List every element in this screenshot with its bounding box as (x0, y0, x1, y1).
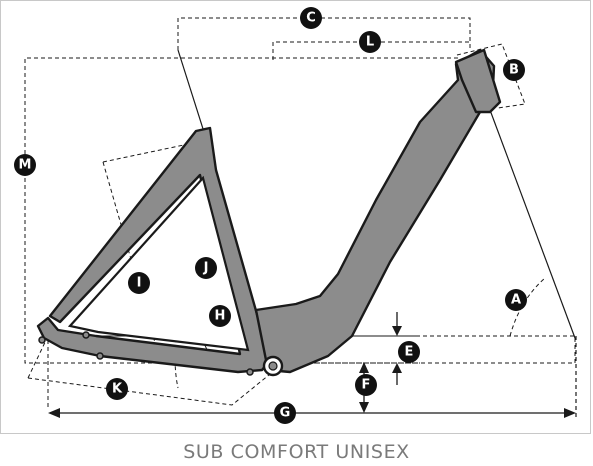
dimension-arrows (48, 312, 577, 420)
guide-i (102, 141, 199, 163)
diagram-border (0, 0, 591, 434)
badge-e-label: E (405, 345, 414, 360)
badge-g-label: G (280, 406, 291, 421)
head-tube (454, 48, 502, 114)
fork-line (489, 109, 576, 339)
badge-i-label: I (137, 276, 142, 291)
bike-frame (36, 48, 502, 377)
badge-h-label: H (215, 309, 226, 324)
rear-axle (38, 336, 46, 344)
badge-l-label: L (366, 35, 374, 50)
down-tube (254, 48, 496, 374)
dropout-bolt-2 (82, 331, 90, 339)
badge-j: J (195, 257, 217, 279)
badge-f-label: F (362, 378, 371, 393)
f-arrow-down (359, 402, 369, 413)
rear-triangle-gap (67, 175, 250, 352)
badge-c-label: C (306, 11, 316, 26)
dropout-bolt (96, 352, 104, 360)
guide-l (272, 41, 471, 60)
badge-i: I (128, 272, 150, 294)
badge-l: L (359, 31, 381, 53)
badge-b: B (503, 59, 525, 81)
model-caption: SUB COMFORT UNISEX (183, 441, 410, 463)
badge-h: H (209, 305, 231, 327)
badge-a-label: A (511, 293, 521, 308)
f-arrow-up (359, 362, 369, 373)
badge-m-label: M (19, 158, 32, 173)
badge-f: F (355, 374, 377, 396)
geometry-diagram: C L B M J I H A E F K G (14, 7, 577, 424)
badge-j-label: J (203, 261, 209, 276)
badge-k: K (106, 378, 128, 400)
badge-k-label: K (112, 382, 123, 397)
badge-g: G (274, 402, 296, 424)
guide-k2 (27, 369, 276, 406)
guide-m (24, 57, 576, 364)
g-arrow-left (48, 408, 60, 418)
chainstay-bolt (246, 368, 254, 376)
guide-k (27, 335, 49, 379)
g-arrow-right (564, 408, 576, 418)
badge-a: A (505, 289, 527, 311)
bottom-bracket-center (268, 361, 278, 371)
e-arrow-up (392, 363, 402, 373)
e-arrow-down (392, 326, 402, 336)
badge-e: E (398, 341, 420, 363)
badge-b-label: B (509, 63, 519, 78)
seat-line (177, 49, 205, 133)
guide-c (177, 17, 471, 50)
badge-c: C (300, 7, 322, 29)
badge-m: M (14, 154, 36, 176)
